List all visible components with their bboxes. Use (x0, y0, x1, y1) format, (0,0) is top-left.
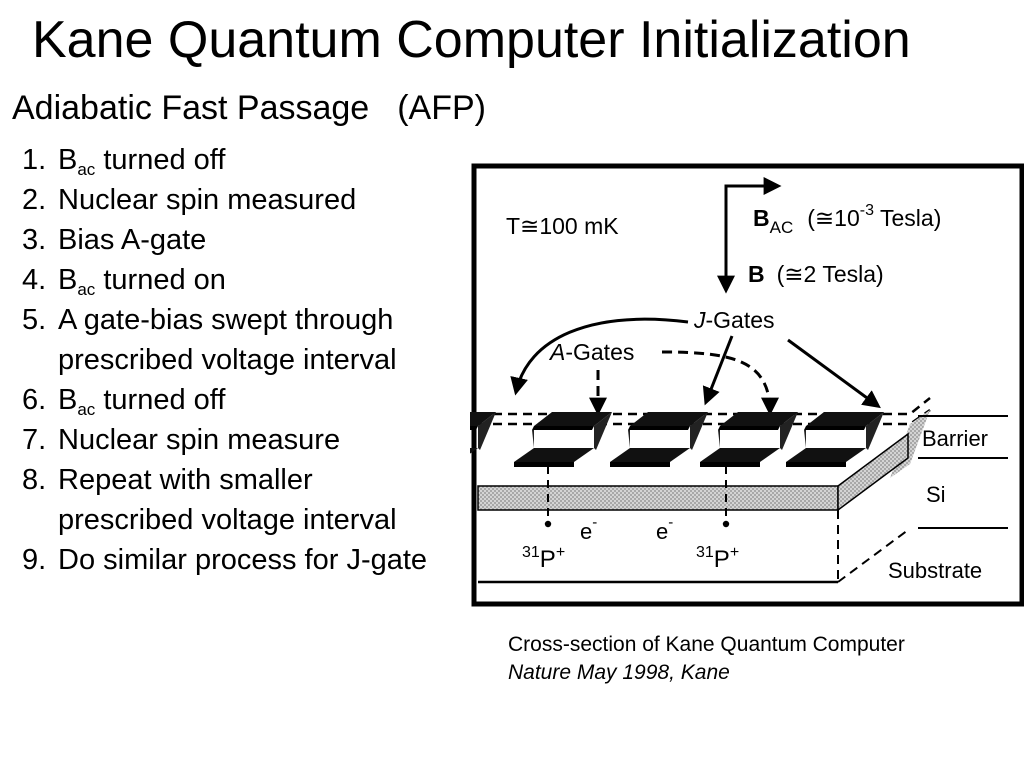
step-symbol: B (58, 144, 78, 176)
donor-dot (722, 520, 730, 528)
bac-unit: Tesla) (880, 205, 941, 231)
b-value: (≅2 Tesla) (777, 261, 884, 287)
substrate-label: Substrate (888, 558, 982, 583)
step-text: Bias A-gate (58, 224, 207, 256)
step-number: 1. (22, 144, 47, 176)
bac-label: BAC (≅10-3 Tesla) (753, 202, 941, 237)
a-gate-pointers (589, 350, 779, 416)
j-arrow-right (787, 338, 881, 409)
phosphorus-donor-label: 31P+ (696, 544, 739, 573)
layer-divider-lines (918, 415, 1008, 529)
phosphorus-donor-label: 31P+ (522, 544, 565, 573)
bac-symbol: B (753, 205, 770, 231)
step-text: turned on (95, 264, 226, 296)
caption-line: Cross-section of Kane Quantum Computer (508, 633, 905, 656)
step-text: Nuclear spin measured (58, 184, 357, 216)
a-gates-text: -Gates (565, 339, 634, 365)
j-arrow-left (510, 317, 689, 396)
electron-charge: - (592, 514, 597, 531)
figure-frame (471, 163, 1024, 607)
temperature-label: T≅100 mK (506, 213, 619, 239)
substrate-edges (478, 510, 909, 584)
p-mass-number: 31 (522, 544, 540, 561)
step-subscript: ac (77, 280, 96, 299)
caption-reference: Nature May 1998, Kane (508, 661, 730, 684)
slide-title: Kane Quantum Computer Initialization (32, 11, 911, 69)
slide-subtitle: Adiabatic Fast Passage (AFP) (12, 86, 486, 130)
step-text-line1: Repeat with smaller (58, 464, 313, 496)
p-charge: + (730, 544, 739, 561)
step-text: turned off (95, 144, 226, 176)
p-mass-number: 31 (696, 544, 714, 561)
step-item: 7. Nuclear spin measure (22, 420, 427, 460)
step-symbol: B (58, 264, 78, 296)
step-text: Do similar process for J-gate (58, 544, 428, 576)
a-gates-label: A-Gates (548, 339, 634, 365)
step-text: Nuclear spin measure (58, 424, 341, 456)
electron-label: e- (656, 514, 673, 544)
donor-lines (547, 466, 727, 524)
step-item: 1. Bac turned off (22, 140, 427, 180)
step-text-line2: prescribed voltage interval (58, 344, 397, 376)
step-number: 7. (22, 424, 47, 456)
a-gates-letter: A (548, 339, 565, 365)
step-number: 3. (22, 224, 47, 256)
electron-label: e- (580, 514, 597, 544)
a-arrow-right (661, 350, 779, 416)
step-number: 8. (22, 464, 47, 496)
p-symbol: P (540, 546, 556, 573)
step-subscript: ac (77, 160, 96, 179)
electron-charge: - (668, 514, 673, 531)
step-item: 4. Bac turned on (22, 260, 427, 300)
j-gates-label: J-Gates (693, 307, 775, 333)
step-item: 2. Nuclear spin measured (22, 180, 427, 220)
donor-dot (544, 520, 552, 528)
step-item: 6. Bac turned off (22, 380, 427, 420)
step-item: 9. Do similar process for J-gate (22, 540, 427, 580)
step-number: 6. (22, 384, 47, 416)
electron-symbol: e (580, 519, 592, 544)
step-list: 1. Bac turned off 2. Nuclear spin measured… (22, 140, 427, 580)
step-item: 3. Bias A-gate (22, 220, 427, 260)
step-item: 8. Repeat with smaller prescribed voltage … (22, 460, 427, 540)
j-gates-letter: J (693, 307, 706, 333)
j-gates-text: -Gates (706, 307, 775, 333)
j-arrow-mid (702, 335, 734, 406)
step-number: 4. (22, 264, 47, 296)
subtitle-abbr: (AFP) (397, 89, 486, 127)
p-charge: + (556, 544, 565, 561)
field-arrows (717, 177, 782, 294)
bac-exponent: -3 (860, 202, 874, 219)
barrier-label: Barrier (922, 426, 988, 451)
step-text-line1: A gate-bias swept through (58, 304, 394, 336)
bac-subscript: AC (770, 218, 794, 237)
b-symbol: B (748, 261, 765, 287)
step-text-line2: prescribed voltage interval (58, 504, 397, 536)
si-layer (477, 485, 839, 511)
figure-caption: Cross-section of Kane Quantum Computer N… (508, 631, 905, 687)
step-number: 9. (22, 544, 47, 576)
step-subscript: ac (77, 400, 96, 419)
step-number: 5. (22, 304, 47, 336)
step-symbol: B (58, 384, 78, 416)
step-number: 2. (22, 184, 47, 216)
bac-open: (≅10 (807, 205, 860, 231)
p-symbol: P (714, 546, 730, 573)
b-label: B (≅2 Tesla) (748, 261, 884, 287)
si-layer-side (837, 432, 909, 512)
step-item: 5. A gate-bias swept through prescribed vo… (22, 300, 427, 380)
barrier-top-edges (478, 397, 931, 426)
step-text: turned off (95, 384, 226, 416)
electron-symbol: e (656, 519, 668, 544)
si-label: Si (926, 482, 946, 507)
j-gate-pointers (510, 317, 881, 409)
subtitle-name: Adiabatic Fast Passage (12, 89, 370, 127)
